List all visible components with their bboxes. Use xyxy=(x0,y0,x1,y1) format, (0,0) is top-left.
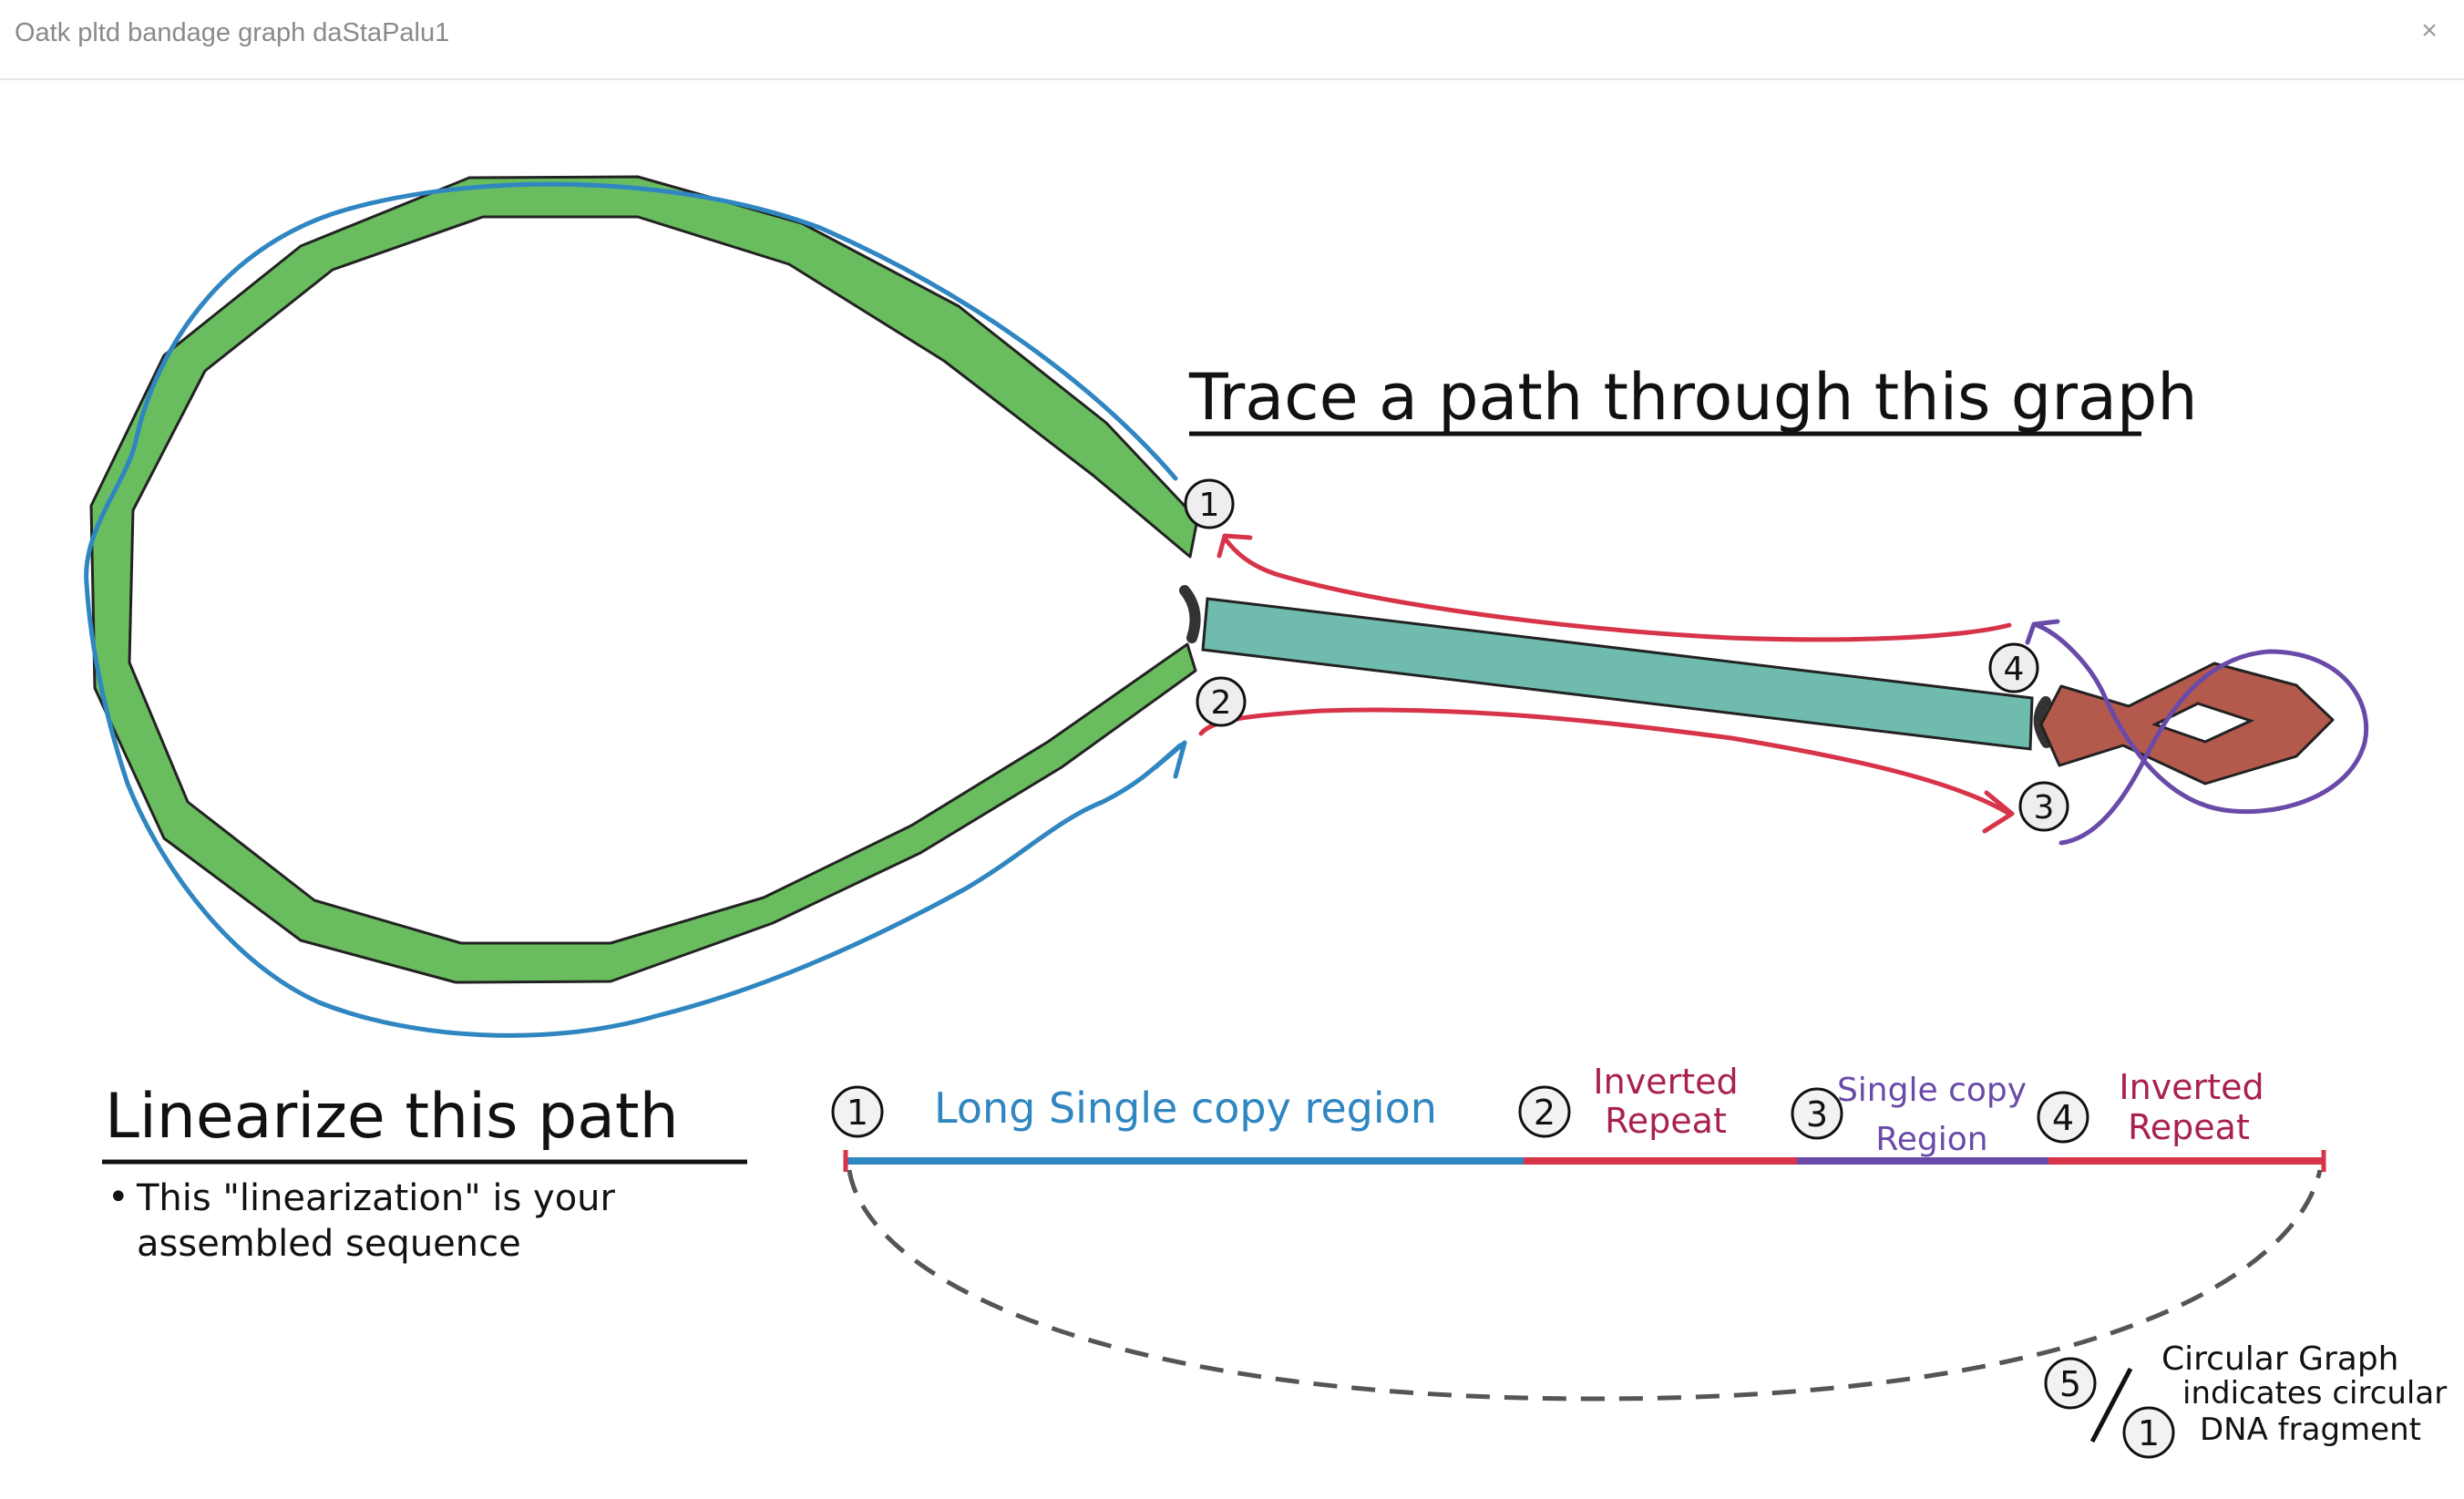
svg-text:1: 1 xyxy=(2138,1413,2160,1453)
red-trace-lower-arrowhead xyxy=(1982,790,2015,834)
ir-node[interactable] xyxy=(1201,597,2034,751)
segment-marker-1: 1 xyxy=(831,1085,884,1138)
svg-text:5: 5 xyxy=(2059,1364,2081,1404)
segment-marker-2: 2 xyxy=(1518,1085,1571,1138)
bullet-text: This "linearization" is your assembled s… xyxy=(137,1177,615,1265)
red-trace-upper xyxy=(1223,537,2012,642)
segment-label-ir-b-line1: Inverted xyxy=(2119,1067,2264,1107)
circular-return-dashed xyxy=(847,1169,2323,1401)
title-bar: Oatk pltd bandage graph daStaPalu1 × xyxy=(0,0,2464,80)
purple-trace-arrowhead xyxy=(2025,619,2060,645)
fraction-slash xyxy=(2089,1367,2133,1443)
circular-note-line1: Circular Graph xyxy=(2161,1340,2399,1378)
linearization-bullet: • This "linearization" is your assembled… xyxy=(108,1176,729,1267)
trace-heading: Trace a path through this graph xyxy=(1188,360,2198,435)
svg-text:1: 1 xyxy=(1199,487,1220,524)
circular-note-line2: indicates circular xyxy=(2182,1375,2447,1412)
svg-text:4: 4 xyxy=(2004,651,2025,688)
svg-text:3: 3 xyxy=(2034,789,2055,827)
ssc-node-hole xyxy=(2151,702,2255,744)
graph-marker-2: 2 xyxy=(1196,676,1247,727)
circular-marker-5: 5 xyxy=(2044,1357,2097,1410)
segment-label-ir-b-line2: Repeat xyxy=(2128,1107,2250,1147)
linearize-heading: Linearize this path xyxy=(105,1081,679,1153)
segment-marker-4: 4 xyxy=(2037,1091,2089,1144)
svg-text:1: 1 xyxy=(847,1093,868,1133)
circular-note-line3: DNA fragment xyxy=(2200,1412,2421,1448)
close-icon[interactable]: × xyxy=(2421,15,2438,46)
lsc-joint xyxy=(1179,585,1201,643)
graph-marker-1: 1 xyxy=(1184,478,1235,529)
red-trace-upper-arrowhead xyxy=(1217,533,1253,559)
segment-label-ssc-line2: Region xyxy=(1875,1121,1987,1158)
svg-text:4: 4 xyxy=(2052,1098,2074,1138)
bullet-dot: • xyxy=(108,1176,129,1218)
ssc-joint xyxy=(2033,696,2052,748)
red-trace-lower xyxy=(1198,707,2012,816)
segment-label-ssc-line1: Single copy xyxy=(1837,1072,2027,1109)
blue-trace-path xyxy=(84,181,1183,1038)
purple-trace-path xyxy=(2034,622,2369,846)
blue-trace-arrowhead xyxy=(1153,740,1187,779)
svg-text:2: 2 xyxy=(1211,684,1232,722)
segment-label-ir-a-line2: Repeat xyxy=(1605,1101,1727,1141)
graph-marker-4: 4 xyxy=(1988,642,2039,693)
segment-label-ir-a-line1: Inverted xyxy=(1593,1062,1738,1102)
graph-marker-3: 3 xyxy=(2018,781,2069,832)
svg-text:2: 2 xyxy=(1534,1093,1555,1133)
segment-label-lsc: Long Single copy region xyxy=(934,1083,1437,1133)
segment-marker-3: 3 xyxy=(1791,1087,1843,1140)
window-title: Oatk pltd bandage graph daStaPalu1 xyxy=(15,18,450,47)
circular-marker-1: 1 xyxy=(2122,1406,2175,1459)
lsc-node[interactable] xyxy=(89,175,1199,984)
svg-text:3: 3 xyxy=(1806,1094,1828,1135)
